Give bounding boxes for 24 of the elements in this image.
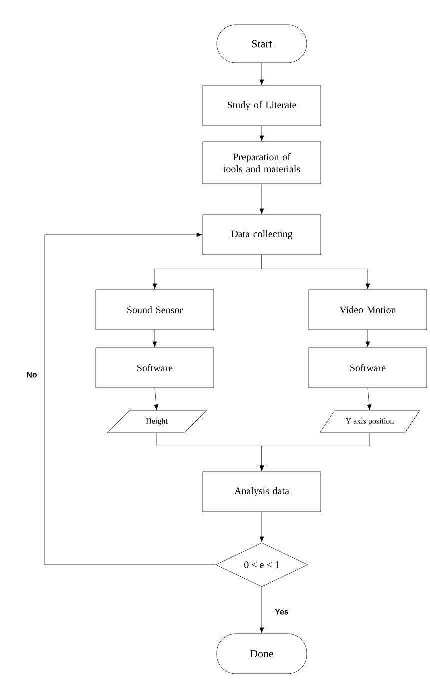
edge-label: Yes [274, 608, 290, 616]
arrow [260, 512, 264, 542]
arrow [367, 388, 372, 410]
process-box: Video Motion [308, 290, 428, 330]
arrow [260, 184, 264, 214]
data-parallelogram: Height [107, 410, 207, 434]
process-box: Software [96, 348, 214, 388]
arrow [260, 587, 264, 634]
arrow [152, 330, 158, 348]
arrow [366, 330, 370, 348]
process-box: Software [308, 348, 428, 388]
edge-label: No [26, 371, 38, 379]
data-parallelogram: Y axis position [320, 410, 420, 434]
process-box: Study of Literate [202, 86, 322, 126]
process-box: Sound Sensor [96, 290, 214, 330]
arrow [262, 255, 370, 290]
arrow [44, 232, 216, 566]
arrow [260, 433, 370, 472]
process-box: Preparation of tools and materials [202, 142, 322, 184]
process-box: Analysis data [202, 472, 322, 512]
arrow [260, 126, 264, 142]
arrow [154, 388, 159, 410]
arrow [260, 63, 264, 86]
process-box: Data collecting [202, 214, 322, 256]
